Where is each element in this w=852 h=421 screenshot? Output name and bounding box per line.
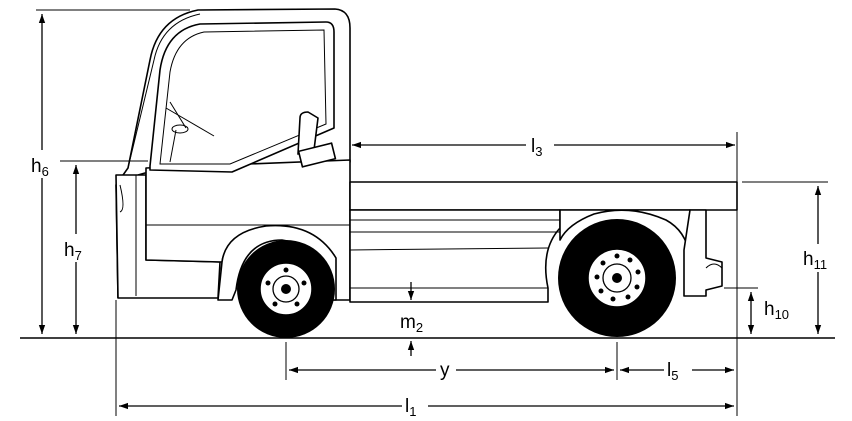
- rear-bumper: [683, 209, 723, 297]
- label-h7: h7: [64, 240, 82, 263]
- label-m2: m2: [400, 312, 423, 335]
- cab-window: [149, 21, 335, 173]
- label-l3: l3: [531, 136, 542, 159]
- cargo-deck: [349, 181, 738, 211]
- seat: [297, 111, 319, 155]
- front-wheel: [237, 240, 335, 338]
- label-l5: l5: [667, 360, 678, 383]
- label-y: y: [440, 360, 450, 381]
- rear-wheel: [558, 219, 676, 337]
- label-h10: h10: [764, 299, 789, 322]
- label-h6: h6: [31, 156, 49, 179]
- label-l1: l1: [405, 396, 416, 419]
- label-h11: h11: [803, 249, 827, 272]
- side-mirror: [297, 142, 337, 168]
- vehicle-drawing: [115, 8, 738, 338]
